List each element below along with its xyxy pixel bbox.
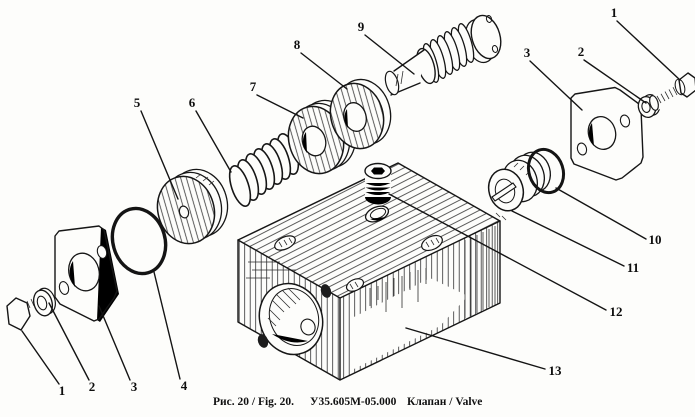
callout-label-12-10: 12: [610, 304, 623, 319]
callout-leader-1-5: [616, 20, 681, 81]
callout-label-2-13: 2: [89, 379, 96, 394]
callout-leader-9-4: [364, 34, 415, 75]
callout-label-8-3: 8: [294, 37, 301, 52]
part-valve-disc: [156, 168, 229, 245]
caption-part-code: У35.605М-05.000: [310, 396, 397, 408]
part-washer-left: [32, 287, 56, 317]
callout-label-4-15: 4: [181, 378, 188, 393]
callout-label-10-8: 10: [649, 232, 662, 247]
callout-label-3-14: 3: [131, 379, 138, 394]
callout-label-7-2: 7: [250, 79, 257, 94]
face-hole-upper: [320, 284, 332, 298]
part-valve-body: [237, 162, 501, 381]
face-hole-lower: [257, 334, 269, 348]
figure-caption: Рис. 20 / Fig. 20. У35.605М-05.000 Клапа…: [0, 396, 695, 414]
callout-label-6-1: 6: [189, 95, 196, 110]
callout-leader-2-13: [48, 302, 90, 381]
part-washer-thin: [329, 78, 392, 150]
top-hole-left: [274, 235, 296, 251]
callout-label-1-12: 1: [59, 383, 66, 398]
part-fitting: [364, 162, 392, 205]
callout-label-1-5: 1: [611, 5, 618, 20]
callout-leader-11-9: [511, 210, 625, 267]
top-hole-front: [345, 278, 365, 292]
part-o-ring-right: [526, 147, 566, 195]
caption-figure-number: Рис. 20 / Fig. 20.: [213, 396, 295, 408]
top-hole-right: [421, 234, 443, 252]
part-spool: [384, 14, 502, 96]
callout-label-2-6: 2: [578, 44, 585, 59]
callout-leader-8-3: [300, 52, 348, 90]
part-end-plate-right: [570, 86, 644, 181]
callout-leader-5-0: [140, 110, 179, 200]
part-bolt-right: [649, 72, 695, 111]
callout-leader-13-11: [405, 327, 546, 370]
caption-title: Клапан / Valve: [407, 396, 483, 408]
part-spring: [228, 133, 300, 207]
callout-leader-6-1: [195, 110, 232, 173]
part-plug: [487, 151, 551, 221]
part-o-ring-left: [110, 206, 168, 276]
callout-leader-12-10: [388, 193, 607, 311]
callout-label-9-4: 9: [358, 19, 365, 34]
callout-leader-10-8: [555, 187, 647, 240]
callout-leader-1-12: [21, 330, 60, 385]
callout-label-5-0: 5: [134, 95, 141, 110]
callout-leader-3-14: [98, 305, 131, 381]
part-washer-thick: [287, 99, 357, 175]
threaded-port: [364, 205, 390, 223]
main-bore: [258, 282, 324, 356]
callout-label-13-11: 13: [549, 363, 563, 378]
part-end-plate-left: [54, 225, 119, 322]
callout-label-11-9: 11: [627, 260, 639, 275]
callout-leader-2-6: [583, 59, 647, 104]
callout-label-3-7: 3: [524, 45, 531, 60]
callout-leader-7-2: [256, 94, 304, 119]
callout-leader-3-7: [529, 60, 583, 111]
callout-leader-4-15: [153, 271, 181, 380]
